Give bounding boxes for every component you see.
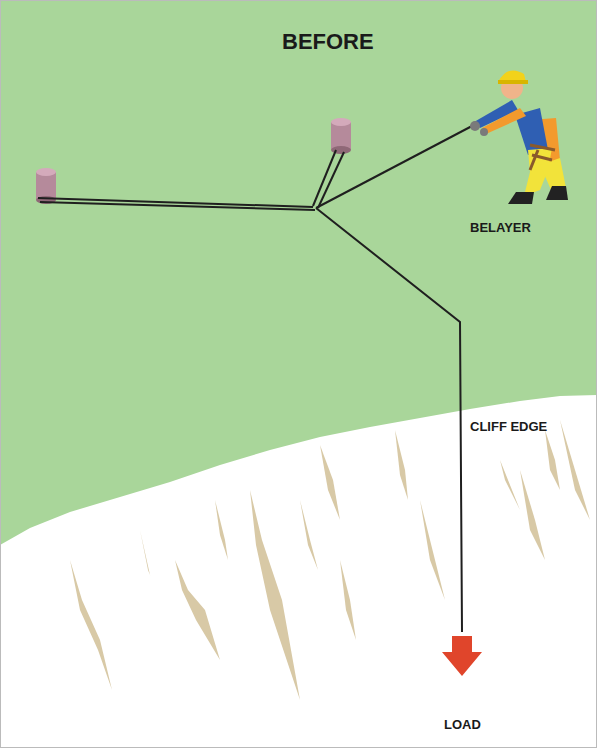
cliff-edge-label: CLIFF EDGE: [470, 420, 547, 434]
rock-cracks: [70, 420, 590, 700]
title: BEFORE: [282, 30, 374, 54]
rope: [38, 126, 472, 632]
belayer-figure: [470, 70, 568, 204]
ground: [0, 0, 597, 545]
load-arrow: [442, 636, 482, 676]
load-label: LOAD: [444, 718, 481, 732]
belayer-label: BELAYER: [470, 221, 531, 235]
anchor-right: [331, 118, 351, 154]
